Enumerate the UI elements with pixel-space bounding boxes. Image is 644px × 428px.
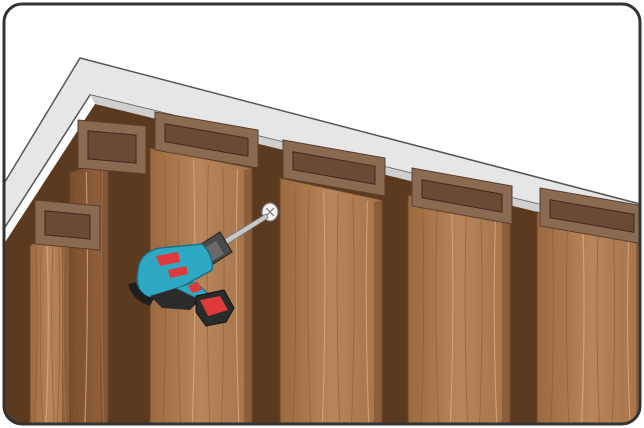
panel-profile-hole-2: [88, 131, 136, 163]
panel-edge-shadow: [244, 168, 252, 428]
panel-edge-shadow: [374, 200, 382, 428]
panel-profile-hole-1: [45, 211, 90, 239]
panel-edge-shadow: [502, 218, 510, 428]
panel-edge-shadow: [62, 232, 70, 428]
panel-edge-shadow: [100, 162, 108, 428]
